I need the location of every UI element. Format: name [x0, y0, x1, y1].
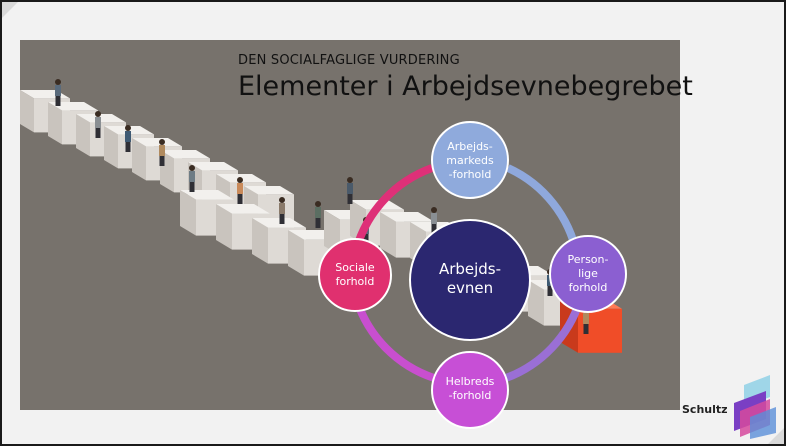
node-right-line3: forhold	[569, 281, 608, 294]
node-right-line2: lige	[578, 267, 598, 280]
block-face	[48, 102, 62, 145]
person-figure	[95, 111, 101, 117]
block-face	[288, 230, 304, 276]
node-helbredsforhold: Helbreds -forhold	[431, 351, 509, 429]
node-right-line1: Person-	[568, 253, 609, 266]
person-figure	[159, 156, 165, 166]
person-figure	[431, 213, 437, 224]
block-face	[252, 218, 306, 228]
person-figure	[347, 177, 353, 183]
ring-arc-right-bottom	[504, 298, 584, 382]
person-figure	[279, 214, 285, 224]
corner-decoration	[2, 2, 18, 18]
block-face	[180, 190, 196, 236]
logo-text: Schultz	[682, 403, 728, 416]
block-face	[104, 126, 118, 169]
block-face	[180, 190, 234, 200]
block-face	[188, 162, 238, 171]
block-face	[132, 138, 146, 181]
schultz-logo: Schultz	[682, 375, 782, 439]
node-top-line1: Arbejds-	[447, 140, 493, 153]
person-figure	[189, 165, 195, 171]
person-figure	[315, 201, 321, 207]
block-face	[380, 212, 396, 258]
person-figure	[125, 131, 131, 142]
person-figure	[583, 313, 589, 324]
block-face	[244, 186, 294, 195]
person-figure	[55, 85, 61, 96]
block-face	[216, 204, 232, 250]
person-figure	[237, 177, 243, 183]
person-figure	[347, 183, 353, 194]
center-node: Arbejds- evnen	[409, 219, 531, 341]
person-figure	[95, 117, 101, 128]
person-figure	[363, 234, 369, 244]
person-figure	[55, 96, 61, 106]
slide-subtitle: DEN SOCIALFAGLIGE VURDERING	[238, 53, 460, 68]
ring-arc-bottom-left	[353, 299, 436, 382]
block-face	[380, 212, 434, 222]
node-arbejdsmarkedsforhold: Arbejds- markeds -forhold	[431, 121, 509, 199]
block-face	[76, 114, 90, 157]
person-figure	[315, 218, 321, 228]
block-face	[160, 150, 210, 159]
person-figure	[547, 286, 553, 296]
logo-mark-icon	[734, 375, 776, 439]
block-face	[528, 280, 544, 326]
person-figure	[315, 207, 321, 218]
person-figure	[189, 182, 195, 192]
person-figure	[431, 207, 437, 213]
node-sociale-forhold: Sociale forhold	[318, 238, 392, 312]
person-figure	[189, 171, 195, 182]
node-personlige-forhold: Person- lige forhold	[549, 235, 627, 313]
block-face	[252, 218, 268, 264]
node-left-line1: Sociale	[335, 261, 375, 274]
person-figure	[125, 142, 131, 152]
person-figure	[431, 224, 437, 234]
person-figure	[347, 194, 353, 204]
block-face	[216, 204, 270, 214]
person-figure	[237, 183, 243, 194]
person-figure	[279, 203, 285, 214]
node-top-line3: -forhold	[449, 168, 492, 181]
title-block: DEN SOCIALFAGLIGE VURDERING Elementer i …	[238, 53, 693, 103]
node-top-line2: markeds	[446, 154, 494, 167]
center-label-line1: Arbejds-	[439, 260, 501, 278]
slide-title: Elementer i Arbejdsevnebegrebet	[238, 71, 693, 102]
person-figure	[125, 125, 131, 131]
person-figure	[237, 194, 243, 204]
ring-arc-left-top	[352, 164, 434, 252]
person-figure	[583, 324, 589, 334]
node-bottom-line2: -forhold	[449, 389, 492, 402]
block-face	[132, 138, 182, 147]
block-face	[20, 90, 34, 133]
person-figure	[159, 139, 165, 145]
center-label-line2: evnen	[447, 279, 493, 297]
person-figure	[95, 128, 101, 138]
person-figure	[159, 145, 165, 156]
person-figure	[279, 197, 285, 203]
node-bottom-line1: Helbreds	[446, 375, 495, 388]
node-left-line2: forhold	[336, 275, 375, 288]
person-figure	[55, 79, 61, 85]
